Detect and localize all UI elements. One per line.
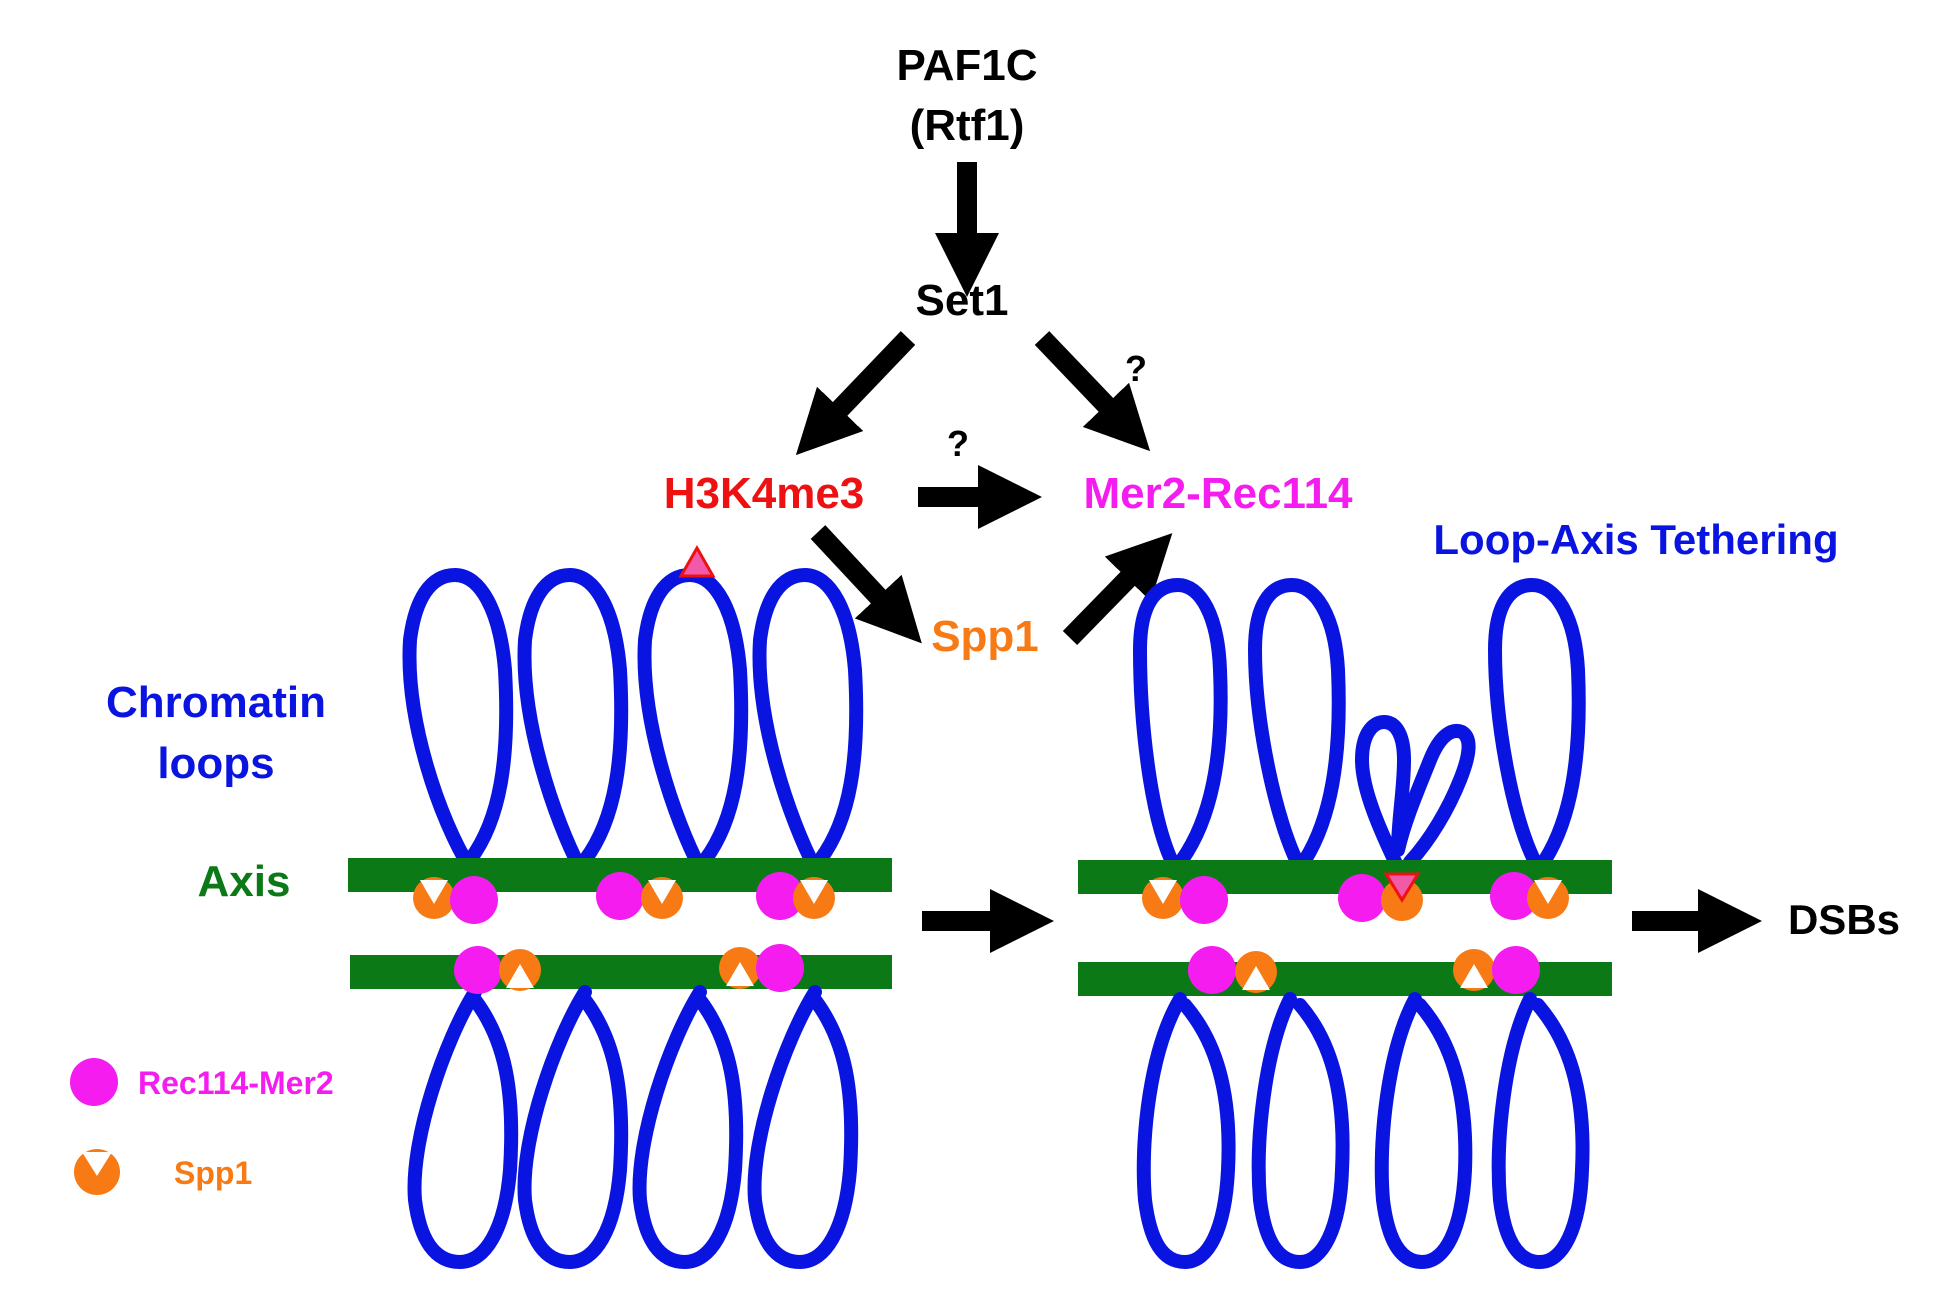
h3k4me3-label: H3K4me3	[664, 469, 865, 518]
rec114-mer2-icon	[1180, 876, 1228, 924]
legend: Rec114-Mer2 Spp1	[70, 1058, 334, 1195]
chromatin-loop	[1374, 992, 1473, 1269]
chromatin-loop	[517, 985, 629, 1269]
chromatin-loop	[517, 568, 629, 875]
left-panel	[348, 544, 892, 1269]
spp1-notch-icon	[1242, 966, 1270, 990]
chromatin-label: Chromatin	[106, 678, 326, 727]
chromatin-loop	[407, 985, 519, 1269]
left-lower-proteins	[454, 944, 804, 994]
rec114-mer2-icon	[756, 872, 804, 920]
chromatin-loop	[632, 985, 744, 1269]
chromatin-loop	[1136, 992, 1236, 1269]
spp1-node-label: Spp1	[931, 612, 1039, 661]
loops-label: loops	[157, 739, 274, 788]
spp1-notch-icon	[506, 964, 534, 988]
legend-spp1-label: Spp1	[174, 1155, 252, 1191]
spp1-notch-icon	[1149, 880, 1177, 904]
chromatin-loop	[747, 985, 859, 1269]
spp1-notch-icon	[726, 962, 754, 986]
h3k4me3-mark-icon	[1383, 872, 1421, 903]
rec114-mer2-icon	[756, 944, 804, 992]
right-panel	[1078, 578, 1612, 1269]
axis-bar	[350, 955, 892, 989]
rec114-mer2-icon	[1188, 946, 1236, 994]
chromatin-loop	[402, 568, 514, 875]
axis-label: Axis	[198, 857, 291, 906]
paf1c-label: PAF1C	[897, 41, 1038, 90]
chromatin-loop	[1491, 992, 1590, 1269]
legend-rec114-mer2-icon	[70, 1058, 118, 1106]
right-lower-loops	[1136, 992, 1590, 1269]
legend-spp1-notch-icon	[82, 1152, 112, 1176]
right-upper-proteins	[1142, 872, 1569, 924]
rec114-mer2-icon	[1338, 874, 1386, 922]
arrow-spp1-to-mer2-rec114	[1062, 533, 1173, 645]
left-upper-proteins	[413, 872, 835, 924]
chromatin-loop	[1488, 578, 1586, 875]
chromatin-loop	[752, 568, 864, 875]
question-mark-h3k4me3-mer2: ?	[947, 423, 969, 464]
spp1-notch-icon	[800, 880, 828, 904]
loop-axis-tethering-label: Loop-Axis Tethering	[1433, 516, 1838, 563]
left-upper-loops	[402, 568, 864, 875]
chromatin-loop	[637, 568, 749, 875]
chromatin-loop	[1248, 578, 1346, 875]
right-lower-proteins	[1188, 946, 1540, 994]
rec114-mer2-icon	[596, 872, 644, 920]
chromatin-loop	[1251, 992, 1350, 1269]
tethered-chromatin-loop	[1355, 715, 1476, 875]
spp1-notch-icon	[1460, 964, 1488, 988]
legend-rec114-mer2-label: Rec114-Mer2	[138, 1065, 334, 1101]
rec114-mer2-icon	[1490, 872, 1538, 920]
question-mark-set1-mer2: ?	[1125, 348, 1147, 389]
set1-label: Set1	[916, 276, 1009, 325]
spp1-notch-icon	[1534, 880, 1562, 904]
h3k4me3-mark-icon	[678, 544, 716, 578]
left-lower-loops	[407, 985, 859, 1269]
rec114-mer2-icon	[1492, 946, 1540, 994]
spp1-notch-icon	[648, 880, 676, 904]
rec114-mer2-icon	[450, 876, 498, 924]
pathway-arrows	[795, 162, 1763, 954]
arrow-set1-to-mer2-rec114	[1034, 331, 1151, 452]
rec114-mer2-icon	[454, 946, 502, 994]
arrow-set1-to-h3k4me3	[795, 331, 916, 456]
arrow-h3k4me3-to-spp1	[810, 525, 922, 644]
spp1-notch-icon	[420, 880, 448, 904]
right-upper-loops	[1133, 578, 1586, 875]
mer2-rec114-label: Mer2-Rec114	[1083, 469, 1353, 518]
dsbs-label: DSBs	[1788, 896, 1900, 943]
rtf1-label: (Rtf1)	[910, 101, 1025, 150]
chromatin-loop	[1133, 578, 1228, 875]
